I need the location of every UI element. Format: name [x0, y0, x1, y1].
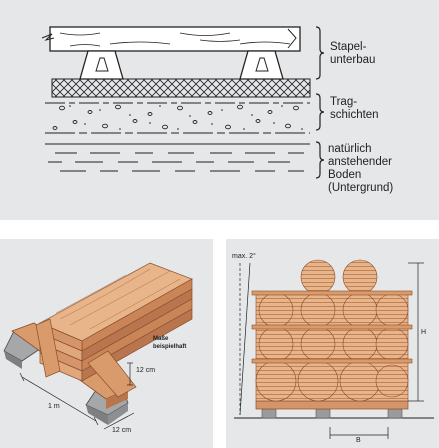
support-blocks [261, 408, 403, 419]
cross-section-panel: Stapel- unterbau Trag- schichten natürli… [0, 0, 439, 220]
support-block-left [79, 50, 124, 80]
cross-section-drawing [41, 26, 325, 179]
height-label: H [421, 329, 427, 336]
label-boden-line4: (Untergrund) [328, 182, 394, 194]
width-dimension [329, 427, 389, 439]
brace-boden [315, 141, 325, 179]
natural-ground [45, 143, 310, 172]
gravel-dots [69, 105, 303, 130]
dimension-height-label: 12 cm [136, 367, 156, 374]
angle-label: max. 2° [232, 253, 256, 260]
round-stack-panel: max. 2° H B [226, 239, 439, 448]
dimension-width-label: 12 cm [112, 427, 132, 434]
cross-boards [251, 290, 413, 364]
height-dimension [408, 262, 424, 402]
label-boden-line2: anstehender [328, 156, 392, 168]
label-boden-line3: Boden [328, 169, 362, 181]
square-timber-upper [35, 318, 137, 398]
label-stapelunterbau-line1: Stapel- [330, 41, 367, 53]
brace-stapelunterbau [315, 26, 325, 80]
timber-beam [41, 26, 301, 52]
angle-marker [239, 262, 251, 416]
label-boden-line1: natürlich [328, 143, 372, 155]
wood-grain [55, 268, 181, 330]
label-stapelunterbau-line2: unterbau [330, 54, 376, 66]
dimension-lines [19, 362, 135, 430]
base-beam [255, 400, 409, 410]
gravel-layer [45, 102, 310, 134]
label-tragschichten-line1: Trag- [330, 96, 358, 108]
label-tragschichten-line2: schichten [330, 109, 379, 121]
note-beispielhaft: beispielhaft [153, 344, 187, 350]
stack-3d-panel: Maße beispielhaft 1 m 12 cm 12 cm [0, 239, 213, 448]
log-rounds [255, 259, 409, 402]
hatched-base-layer [51, 78, 311, 98]
brace-tragschichten [315, 93, 325, 131]
dimension-length-label: 1 m [48, 403, 60, 410]
stack-3d-drawing [3, 262, 193, 430]
note-masse: Maße [153, 336, 169, 342]
width-label: B [356, 437, 361, 444]
round-stack-drawing [234, 259, 434, 439]
support-block-right [239, 50, 284, 80]
